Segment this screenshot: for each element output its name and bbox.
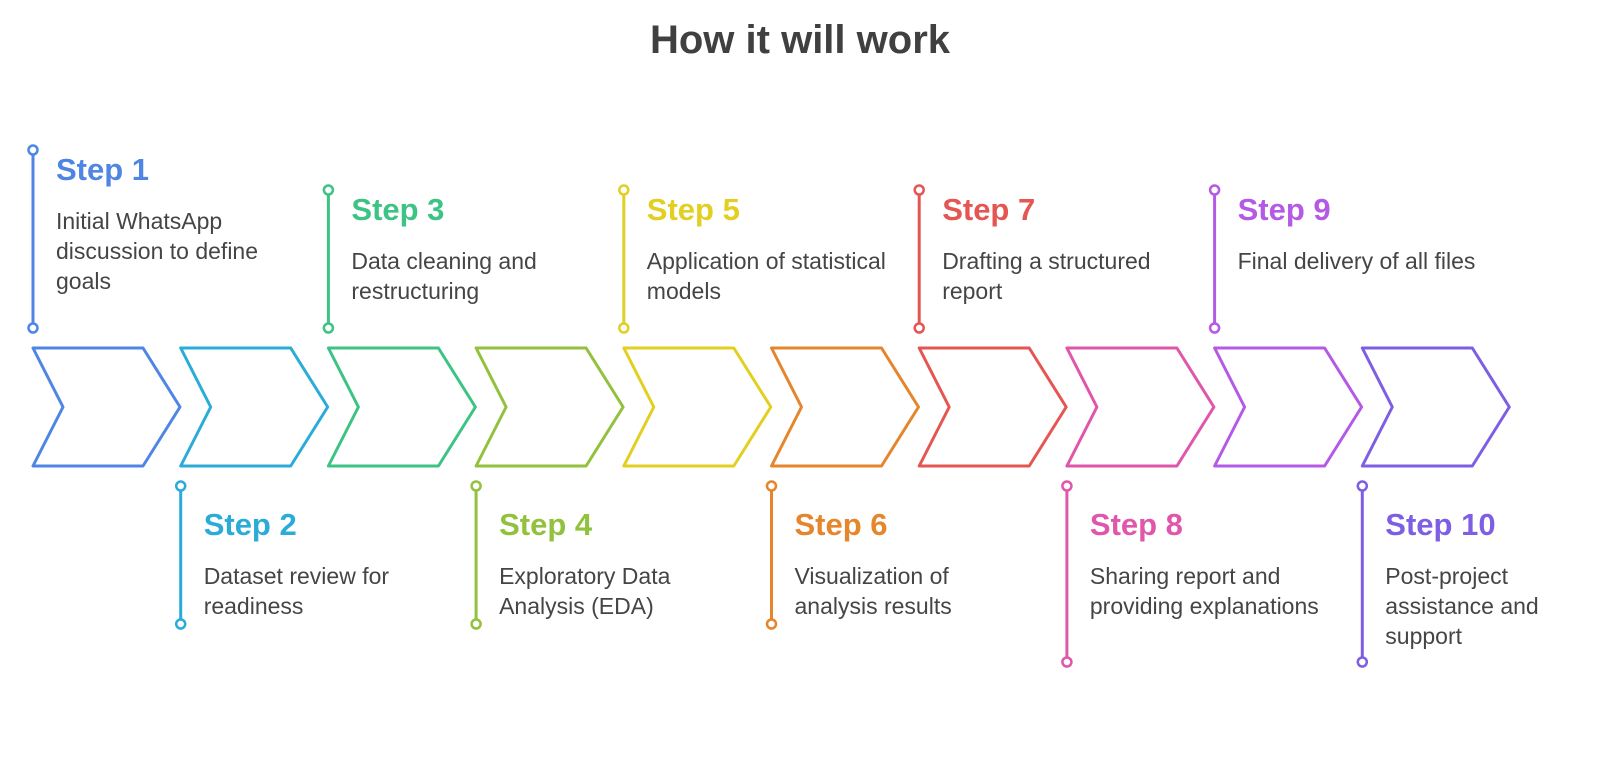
step-block-2: Step 2 Dataset review for readiness	[204, 505, 444, 621]
step-title: Step 9	[1237, 192, 1331, 227]
step-chevron-6	[770, 346, 920, 468]
step-chevron-7	[917, 346, 1068, 468]
step-block-4: Step 4 Exploratory Data Analysis (EDA)	[499, 505, 739, 621]
step-connector-dot-4-start	[470, 480, 482, 492]
step-description: Post-project assistance and support	[1385, 563, 1539, 649]
step-block-5: Step 5 Application of statistical models	[647, 190, 887, 306]
step-connector-dot-4-end	[470, 618, 482, 630]
step-connector-dot-3-start	[322, 184, 335, 196]
step-chevron-8	[1065, 346, 1216, 468]
step-description: Exploratory Data Analysis (EDA)	[499, 563, 671, 619]
step-connector-dot-7-end	[913, 322, 925, 334]
step-description: Sharing report and providing explanation…	[1089, 563, 1319, 619]
step-title: Step 2	[203, 507, 297, 542]
step-block-8: Step 8 Sharing report and providing expla…	[1090, 505, 1330, 621]
step-title: Step 3	[351, 192, 445, 227]
step-connector-dot-5-end	[618, 322, 630, 334]
step-connector-dot-7-start	[913, 184, 925, 196]
step-chevron-9	[1213, 346, 1364, 468]
step-block-9: Step 9 Final delivery of all files	[1238, 190, 1478, 276]
step-chevron-2	[179, 346, 330, 468]
step-title: Step 10	[1385, 507, 1496, 542]
step-description: Final delivery of all files	[1237, 248, 1476, 274]
step-description: Visualization of analysis results	[794, 563, 952, 619]
step-description: Initial WhatsApp discussion to define go…	[56, 208, 259, 294]
step-title: Step 7	[942, 192, 1036, 227]
step-block-7: Step 7 Drafting a structured report	[942, 190, 1182, 306]
step-block-6: Step 6 Visualization of analysis results	[795, 505, 1035, 621]
step-connector-dot-2-end	[174, 618, 187, 630]
step-chevron-5	[622, 346, 773, 468]
step-connector-dot-3-end	[322, 322, 335, 334]
step-connector-dot-6-end	[765, 618, 778, 630]
step-title: Step 1	[56, 152, 150, 187]
step-connector-dot-5-start	[618, 184, 630, 196]
step-title: Step 6	[794, 507, 888, 542]
step-connector-dot-10-end	[1356, 656, 1369, 668]
step-connector-dot-2-start	[174, 480, 187, 492]
step-title: Step 8	[1089, 507, 1183, 542]
step-description: Drafting a structured report	[942, 248, 1151, 304]
diagram-title: How it will work	[649, 18, 951, 62]
step-title: Step 5	[646, 192, 740, 227]
step-description: Data cleaning and restructuring	[351, 248, 537, 304]
step-chevron-1	[31, 346, 182, 468]
step-block-3: Step 3 Data cleaning and restructuring	[351, 190, 591, 306]
step-connector-dot-10-start	[1356, 480, 1369, 492]
step-chevron-4	[474, 346, 625, 468]
step-connector-dot-6-start	[765, 480, 778, 492]
step-block-1: Step 1 Initial WhatsApp discussion to def…	[56, 150, 296, 296]
step-description: Dataset review for readiness	[203, 563, 390, 619]
step-chevron-3	[326, 346, 477, 468]
step-description: Application of statistical models	[646, 248, 886, 304]
step-connector-dot-1-end	[27, 322, 39, 334]
step-connector-dot-1-start	[27, 144, 39, 156]
step-connector-dot-8-end	[1061, 656, 1073, 668]
step-connector-dot-9-start	[1208, 184, 1221, 196]
step-connector-dot-9-end	[1208, 322, 1221, 334]
step-title: Step 4	[499, 507, 593, 542]
step-block-10: Step 10 Post-project assistance and suppo…	[1385, 505, 1585, 651]
step-connector-dot-8-start	[1061, 480, 1073, 492]
step-chevron-10	[1360, 346, 1511, 468]
